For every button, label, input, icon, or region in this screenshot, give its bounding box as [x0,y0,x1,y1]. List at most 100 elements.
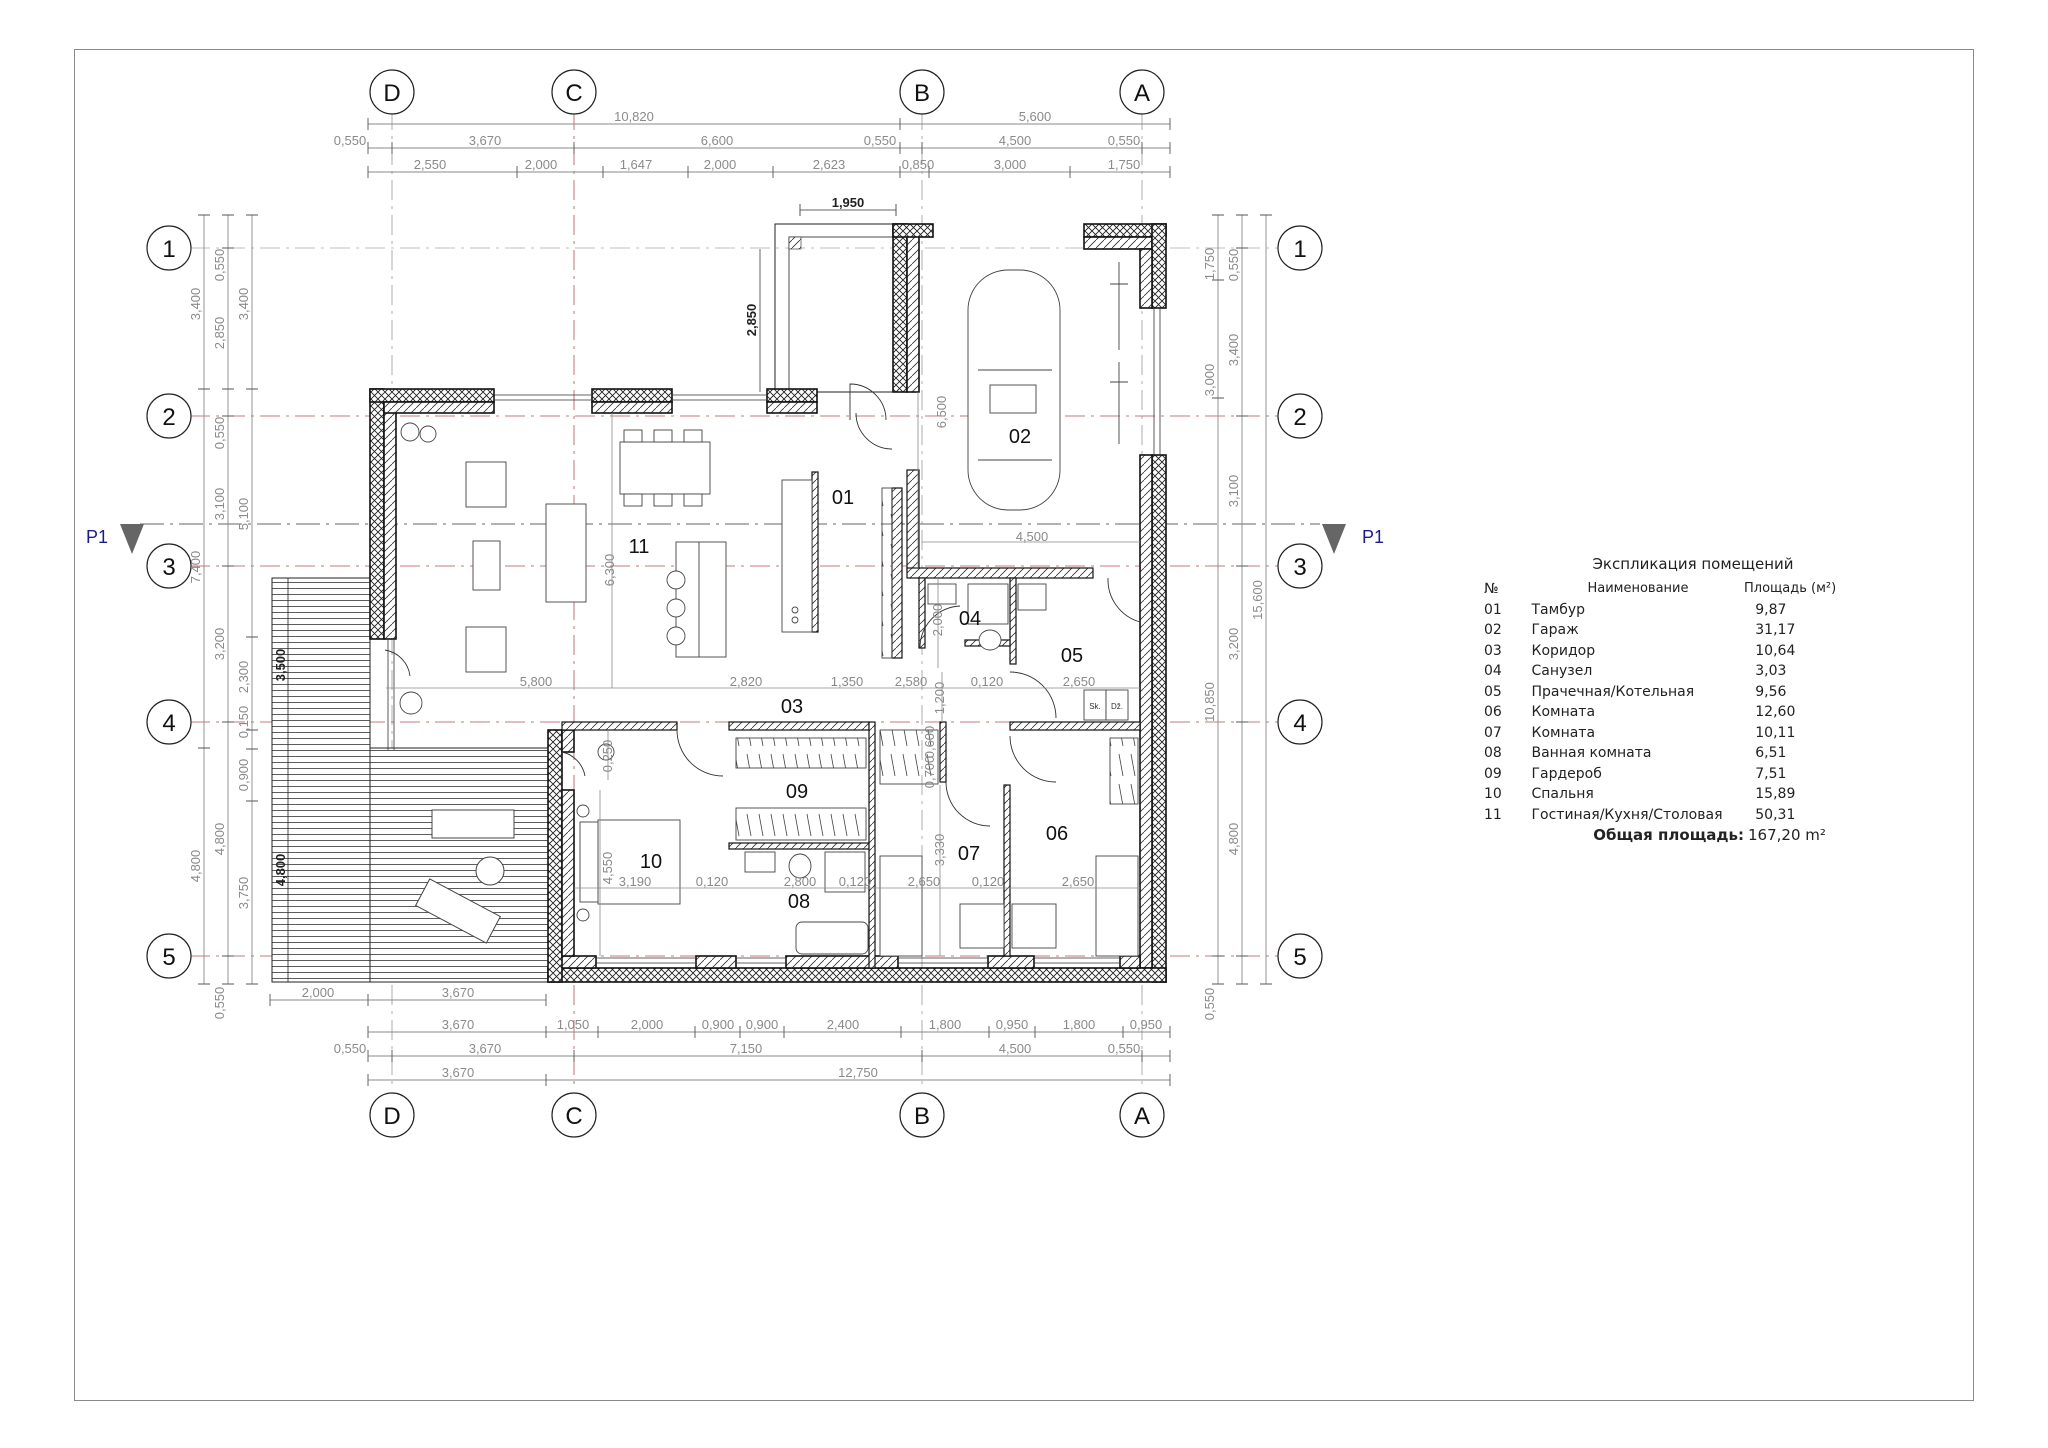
svg-text:3,670: 3,670 [469,1041,502,1056]
interior-dimensions [386,392,1140,956]
windows [387,308,1161,964]
room-01-label: 01 [832,487,854,509]
svg-text:0,900: 0,900 [702,1017,735,1032]
room-11-label: 11 [629,536,650,558]
svg-text:0,550: 0,550 [212,987,227,1020]
drawing-sheet-frame [74,49,1974,1401]
axis-right-5: 5 [1293,944,1306,971]
bathtub [795,921,869,955]
svg-text:2,800: 2,800 [784,874,817,889]
wc-toilet [978,629,1002,651]
svg-text:0,950: 0,950 [1130,1017,1163,1032]
section-label-right: P1 [1362,527,1384,547]
axis-right-3: 3 [1293,554,1306,581]
svg-text:12,750: 12,750 [838,1065,878,1080]
svg-text:4,800: 4,800 [273,854,288,887]
axis-top-d: D [383,80,400,107]
svg-text:3,670: 3,670 [469,133,502,148]
svg-text:0,550: 0,550 [334,1041,367,1056]
svg-text:1,800: 1,800 [929,1017,962,1032]
svg-text:1,350: 1,350 [831,674,864,689]
axis-right-4: 4 [1293,710,1306,737]
svg-text:4,800: 4,800 [1226,823,1241,856]
svg-text:5,600: 5,600 [1019,109,1052,124]
top-dimensions [367,118,1171,178]
wardrobe-bottom [735,807,867,841]
svg-text:2,000: 2,000 [525,157,558,172]
svg-text:1,800: 1,800 [1063,1017,1096,1032]
svg-text:0,550: 0,550 [1108,1041,1141,1056]
svg-text:4,500: 4,500 [1016,529,1049,544]
total-area-row: Общая площадь: 167,20 m² [1484,825,1874,845]
svg-text:0,850: 0,850 [902,157,935,172]
svg-text:3,750: 3,750 [236,877,251,910]
svg-text:2,000: 2,000 [930,604,945,637]
svg-text:2,000: 2,000 [631,1017,664,1032]
axis-bottom-d: D [383,1103,400,1130]
axis-top-c: C [565,80,582,107]
svg-text:4,550: 4,550 [600,852,615,885]
room-10-label: 10 [640,851,662,873]
svg-text:0,550: 0,550 [212,249,227,282]
closet-06 [1109,737,1139,805]
svg-text:0,900: 0,900 [236,759,251,792]
svg-text:3,400: 3,400 [236,288,251,321]
total-area-label: Общая площадь: [1593,826,1744,844]
axis-bottom-b: B [914,1103,930,1130]
svg-text:0,550: 0,550 [1108,133,1141,148]
svg-text:4,500: 4,500 [999,1041,1032,1056]
svg-text:3,500: 3,500 [273,649,288,682]
bicycle-icon [1110,262,1128,444]
terrace-lounger [414,878,502,944]
svg-text:3,200: 3,200 [212,628,227,661]
svg-text:0,950: 0,950 [996,1017,1029,1032]
axis-bubble-labels: D C B A D C B A 1 2 3 4 5 1 2 3 4 5 [162,80,1306,1130]
room-labels: 01 02 03 04 05 06 07 08 09 10 11 [629,426,1084,913]
armchair-top [465,461,507,508]
section-label-left: P1 [86,527,108,547]
header-area: Площадь (м²) [1744,581,1837,596]
svg-text:4,500: 4,500 [999,133,1032,148]
svg-text:3,670: 3,670 [442,985,475,1000]
room-schedule-table: Экспликация помещений № Наименование Пло… [1484,555,1874,845]
axis-left-5: 5 [162,944,175,971]
tree-plant-icon [399,691,423,715]
svg-text:1,950: 1,950 [832,195,865,210]
boiler [1017,583,1047,611]
armchair-bottom [465,626,507,673]
dining-table [619,441,711,495]
left-dimension-labels: 3,400 7,400 4,800 0,550 2,850 0,550 3,10… [188,249,251,1020]
sofa [545,503,587,603]
svg-text:0,150: 0,150 [236,706,251,739]
svg-text:3,190: 3,190 [619,874,652,889]
axis-right-1: 1 [1293,236,1306,263]
bed [597,819,681,905]
svg-text:6,300: 6,300 [602,554,617,587]
room-schedule-header: № Наименование Площадь (м²) [1484,579,1874,600]
svg-text:15,600: 15,600 [1250,580,1265,620]
terrace-deck: 3,500 4,800 [271,577,549,983]
svg-text:6,500: 6,500 [934,396,949,429]
car-icon [967,269,1061,511]
axis-right-2: 2 [1293,404,1306,431]
svg-text:7,400: 7,400 [188,551,203,584]
svg-text:2,850: 2,850 [744,304,759,337]
bed-07 [879,855,923,957]
bath-sink [744,851,776,873]
doors [384,383,1141,827]
wc-sink [927,583,957,605]
entry-porch: 1,950 2,850 [744,195,897,393]
section-line-p1: P1 P1 [86,523,1384,554]
svg-text:2,650: 2,650 [1063,674,1096,689]
svg-text:0,550: 0,550 [1202,988,1217,1021]
entry-door-swing [849,383,887,421]
